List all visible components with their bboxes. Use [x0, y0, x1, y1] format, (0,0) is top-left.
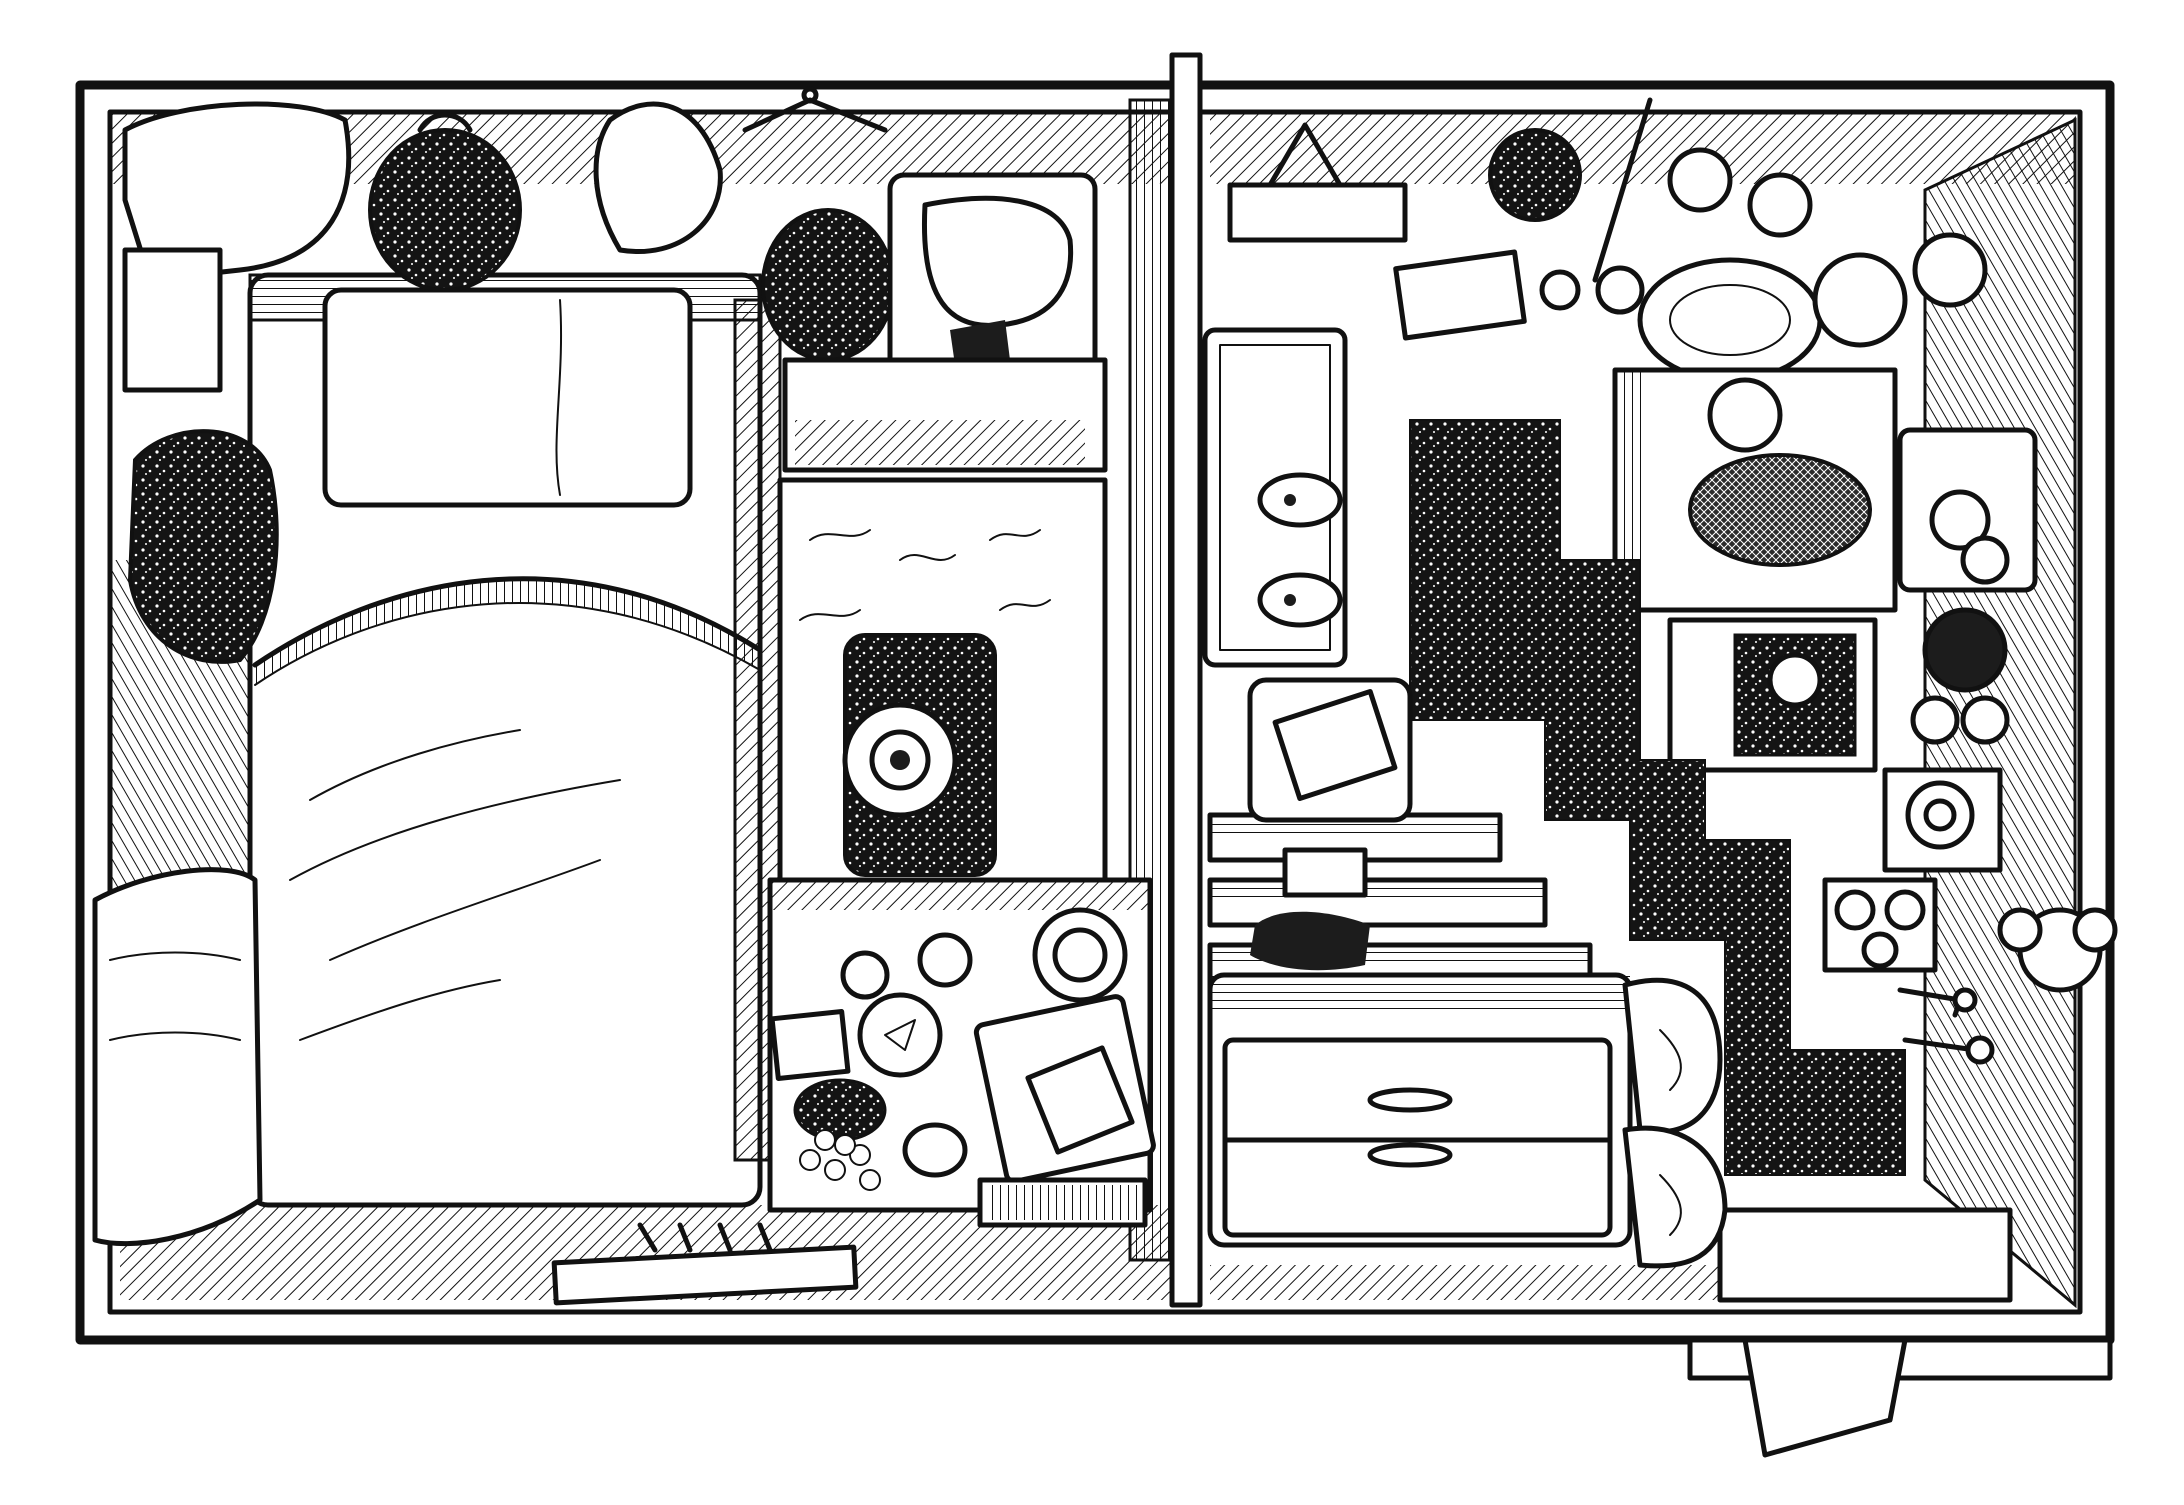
floor-mat: [551, 1222, 859, 1306]
kitchen-counter: [1612, 367, 1898, 613]
flowers: [799, 1129, 881, 1191]
shoe-shelf: [1202, 327, 1348, 668]
stove: [1667, 607, 2010, 773]
bed: [247, 272, 763, 1208]
divider-wall: [1128, 52, 1203, 1308]
electric-fan: [842, 633, 997, 877]
kitchen-shelf: [1822, 767, 2003, 973]
hanging-basket: [1227, 122, 1408, 243]
pillow: [322, 287, 693, 508]
front-door: [1687, 1207, 2113, 1458]
bag-on-wall: [368, 112, 522, 292]
cushion-box: [1247, 677, 1413, 823]
desk: [767, 877, 1156, 1213]
chair: [977, 1177, 1148, 1228]
chest-of-drawers: [1207, 972, 1633, 1248]
dark-jacket: [127, 429, 279, 664]
white-cloth: [593, 101, 723, 254]
rice-cooker: [1637, 257, 1823, 383]
backpack: [761, 208, 895, 362]
stuffed-toys: [1812, 232, 2118, 993]
side-clothes-pile: [92, 867, 263, 1247]
back-shelf-items: [1393, 97, 1813, 341]
floor-clutter: [1897, 987, 1995, 1065]
hanger: [742, 86, 888, 133]
low-cabinet: [782, 357, 1108, 473]
bundled-bags: [1622, 977, 1728, 1269]
hanging-towel: [122, 101, 352, 393]
dark-floor-rug: [1409, 419, 1906, 1176]
sink: [1897, 427, 2038, 593]
shelf-box: [887, 172, 1098, 378]
